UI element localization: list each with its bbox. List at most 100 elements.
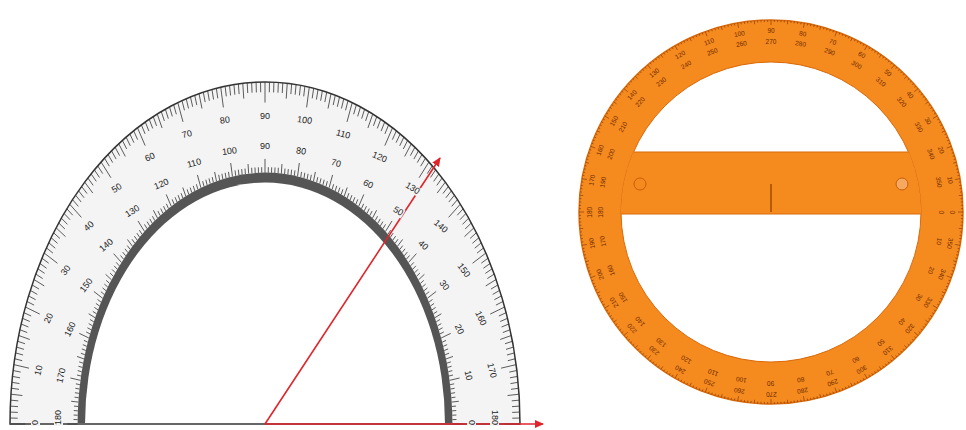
tick-mark (960, 191, 962, 192)
tick-mark (10, 424, 25, 425)
tick-mark (75, 397, 79, 399)
tick-mark (675, 374, 678, 378)
scale-number: 80 (796, 376, 804, 384)
tick-mark (286, 83, 287, 98)
tick-mark (760, 20, 761, 22)
tick-mark (929, 318, 931, 319)
tick-mark (347, 193, 349, 198)
tick-mark (206, 180, 207, 185)
tick-mark (503, 330, 510, 333)
tick-mark (727, 25, 728, 27)
tick-mark (483, 263, 490, 268)
tick-mark (600, 298, 602, 300)
tick-mark (400, 137, 404, 146)
tick-mark (71, 401, 78, 403)
tick-mark (888, 61, 889, 63)
tick-mark (395, 239, 398, 243)
scale-number: 280 (797, 386, 809, 394)
tick-mark (959, 238, 961, 239)
tick-mark (904, 76, 906, 78)
tick-mark (860, 42, 862, 44)
tick-mark (661, 366, 663, 369)
tick-mark (961, 221, 963, 222)
tick-mark (648, 355, 651, 359)
tick-mark (777, 20, 778, 22)
tick-mark (645, 67, 646, 69)
tick-mark (692, 37, 694, 39)
tick-mark (960, 235, 962, 236)
tick-mark (942, 131, 945, 132)
tick-mark (73, 200, 79, 207)
tick-mark (278, 168, 279, 173)
tick-mark (951, 273, 953, 275)
tick-mark (784, 402, 785, 404)
tick-mark (919, 332, 921, 333)
tick-mark (579, 212, 584, 213)
tick-mark (589, 273, 591, 275)
tick-mark (84, 340, 88, 342)
tick-mark (737, 23, 739, 28)
tick-mark (605, 116, 609, 119)
tick-mark (174, 105, 177, 115)
tick-mark (865, 374, 868, 378)
tick-mark (586, 264, 588, 266)
tick-mark (511, 382, 519, 383)
tick-mark (403, 140, 407, 149)
tick-mark (101, 292, 105, 295)
tick-mark (500, 335, 511, 339)
tick-mark (290, 84, 292, 94)
tick-mark (24, 313, 31, 316)
tick-mark (17, 347, 24, 349)
tick-mark (74, 406, 78, 407)
tick-mark (908, 79, 909, 80)
tick-mark (281, 164, 283, 174)
tick-mark (891, 355, 894, 359)
tick-mark (961, 225, 963, 226)
tick-mark (337, 97, 339, 107)
tick-mark (494, 296, 501, 300)
tick-mark (594, 136, 596, 138)
tick-mark (274, 168, 275, 173)
tick-mark (74, 410, 78, 411)
tick-mark (49, 243, 55, 248)
tick-mark (606, 310, 608, 311)
tick-mark (368, 114, 373, 128)
tick-mark (443, 186, 449, 193)
tick-mark (212, 89, 214, 99)
tick-mark (580, 188, 582, 189)
tick-mark (377, 119, 380, 128)
tick-mark (138, 221, 145, 231)
tick-mark (61, 218, 67, 224)
tick-mark (603, 118, 605, 120)
tick-mark (925, 320, 928, 322)
tick-mark (93, 311, 97, 313)
tick-mark (76, 383, 80, 385)
scale-number: 180 (54, 409, 63, 426)
tick-mark (672, 47, 673, 49)
tick-mark (952, 152, 954, 154)
tick-mark (12, 382, 20, 383)
tick-mark (277, 82, 278, 92)
tick-mark (695, 35, 697, 37)
tick-mark (580, 191, 582, 192)
tick-mark (832, 30, 834, 32)
tick-mark (585, 257, 587, 258)
tick-mark (328, 94, 331, 109)
tick-mark (261, 167, 262, 172)
tick-mark (780, 402, 781, 404)
protractor-ring (579, 20, 963, 404)
tick-mark (601, 301, 603, 303)
tick-mark (823, 27, 825, 29)
tick-mark (690, 38, 691, 41)
tick-mark (581, 185, 583, 186)
tick-mark (953, 260, 956, 262)
scale-number: 90 (767, 379, 774, 386)
tick-mark (959, 228, 962, 229)
tick-mark (819, 394, 821, 397)
tick-mark (702, 389, 704, 391)
tick-mark (18, 341, 25, 343)
tick-mark (164, 206, 166, 211)
tick-mark (134, 131, 138, 140)
tick-mark (666, 51, 667, 53)
